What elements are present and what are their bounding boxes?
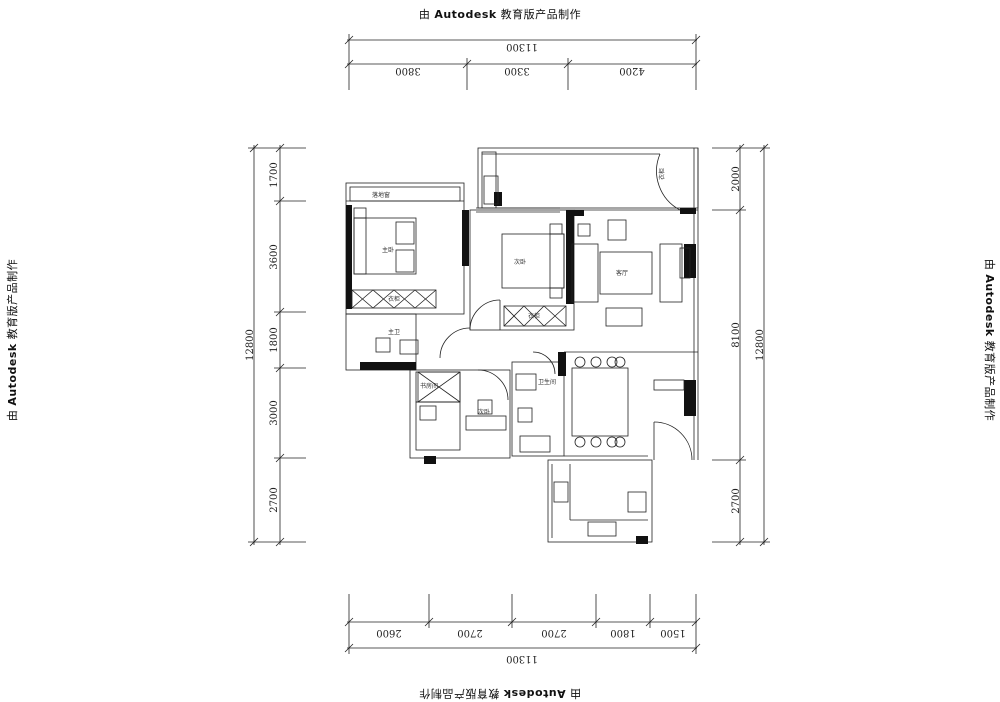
- structural-walls: [346, 192, 696, 544]
- dim-left-seg-3: 1800: [269, 327, 280, 352]
- dim-bottom-seg-5: 1500: [660, 627, 685, 638]
- watermark-top: 由 Autodesk 教育版产品制作: [418, 8, 582, 21]
- label-master-bedroom: 主卧: [382, 246, 394, 254]
- right-dimension-lines: [712, 143, 770, 547]
- dim-top-seg-1: 3800: [395, 65, 420, 76]
- label-wardrobe-2: 衣柜: [528, 312, 540, 320]
- dim-top-seg-3: 4200: [619, 65, 644, 76]
- dim-right-seg-1: 2000: [731, 166, 742, 191]
- dim-top-total: 11300: [506, 41, 538, 52]
- dim-right-total: 12800: [755, 329, 766, 361]
- dim-bottom-seg-4: 1800: [610, 627, 635, 638]
- furniture: [353, 175, 691, 537]
- dim-left-total: 12800: [245, 329, 256, 361]
- room-labels: 主卧 次卧 次卧 客厅 主卫 卫生间 书房间 衣柜 衣柜 衣柜 落地窗: [372, 168, 666, 416]
- dim-bottom-seg-1: 2600: [376, 627, 401, 638]
- label-third-bedroom: 次卧: [478, 408, 490, 416]
- dim-right-seg-3: 2700: [731, 488, 742, 513]
- left-dimension-lines: [248, 143, 306, 547]
- dim-bottom-seg-2: 2700: [457, 627, 482, 638]
- door-swings: [439, 153, 693, 461]
- dim-bottom-seg-3: 2700: [541, 627, 566, 638]
- dim-left-seg-4: 3000: [269, 400, 280, 425]
- dim-left-seg-5: 2700: [269, 487, 280, 512]
- dim-left-seg-2: 3600: [269, 244, 280, 269]
- label-window-note: 落地窗: [372, 191, 390, 199]
- label-wardrobe-1: 衣柜: [388, 295, 400, 303]
- label-living-room: 客厅: [616, 269, 628, 277]
- label-balcony: 衣柜: [658, 168, 666, 180]
- label-kitchen-bath: 主卫: [388, 328, 400, 336]
- label-study: 书房间: [420, 382, 438, 390]
- top-dimension-lines: [344, 34, 701, 90]
- wardrobes: [351, 289, 567, 403]
- thin-walls: [345, 147, 699, 543]
- bottom-dimension-lines: [344, 594, 701, 654]
- label-bathroom: 卫生间: [538, 378, 556, 386]
- dim-right-seg-2: 8100: [731, 322, 742, 347]
- dim-bottom-total: 11300: [506, 653, 538, 664]
- dim-left-seg-1: 1700: [269, 162, 280, 187]
- dim-top-seg-2: 3300: [504, 65, 529, 76]
- dimension-labels: 11300 3800 3300 4200 11300 2600 2700 270…: [245, 41, 766, 664]
- label-second-bedroom: 次卧: [514, 258, 526, 266]
